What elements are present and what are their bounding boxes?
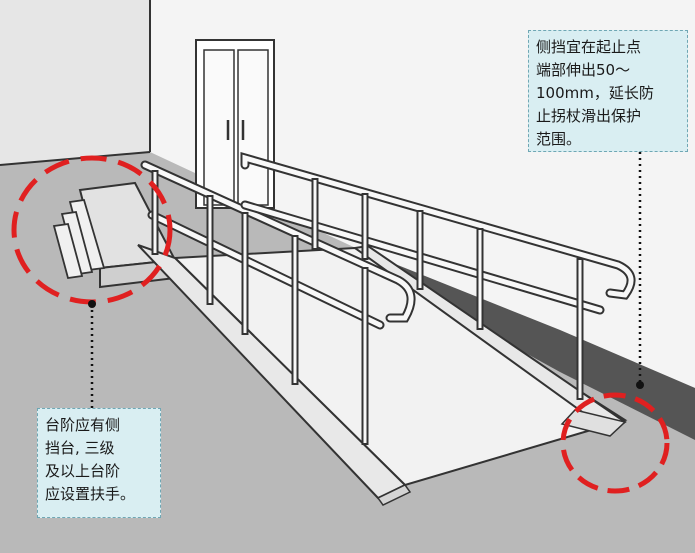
curb-end-highlight-circle — [560, 392, 670, 494]
steps-leader-dot — [88, 300, 96, 308]
far-curb-end — [560, 409, 627, 437]
front-handrail-highlight — [142, 162, 414, 328]
wall-base-edge — [0, 151, 151, 166]
front-posts-highlight — [153, 172, 367, 443]
rear-posts-highlight — [313, 180, 582, 398]
steps-callout: 台阶应有侧 挡台, 三级 及以上台阶 应设置扶手。 — [37, 408, 161, 518]
double-door — [195, 39, 275, 209]
left-wall — [0, 0, 150, 165]
near-curb-end — [376, 484, 412, 506]
curb-leader-dot — [636, 381, 644, 389]
side-curb-callout: 侧挡宜在起止点 端部伸出50～ 100mm，延长防 止拐杖滑出保护 范围。 — [528, 30, 688, 152]
landing-steps — [52, 181, 177, 289]
